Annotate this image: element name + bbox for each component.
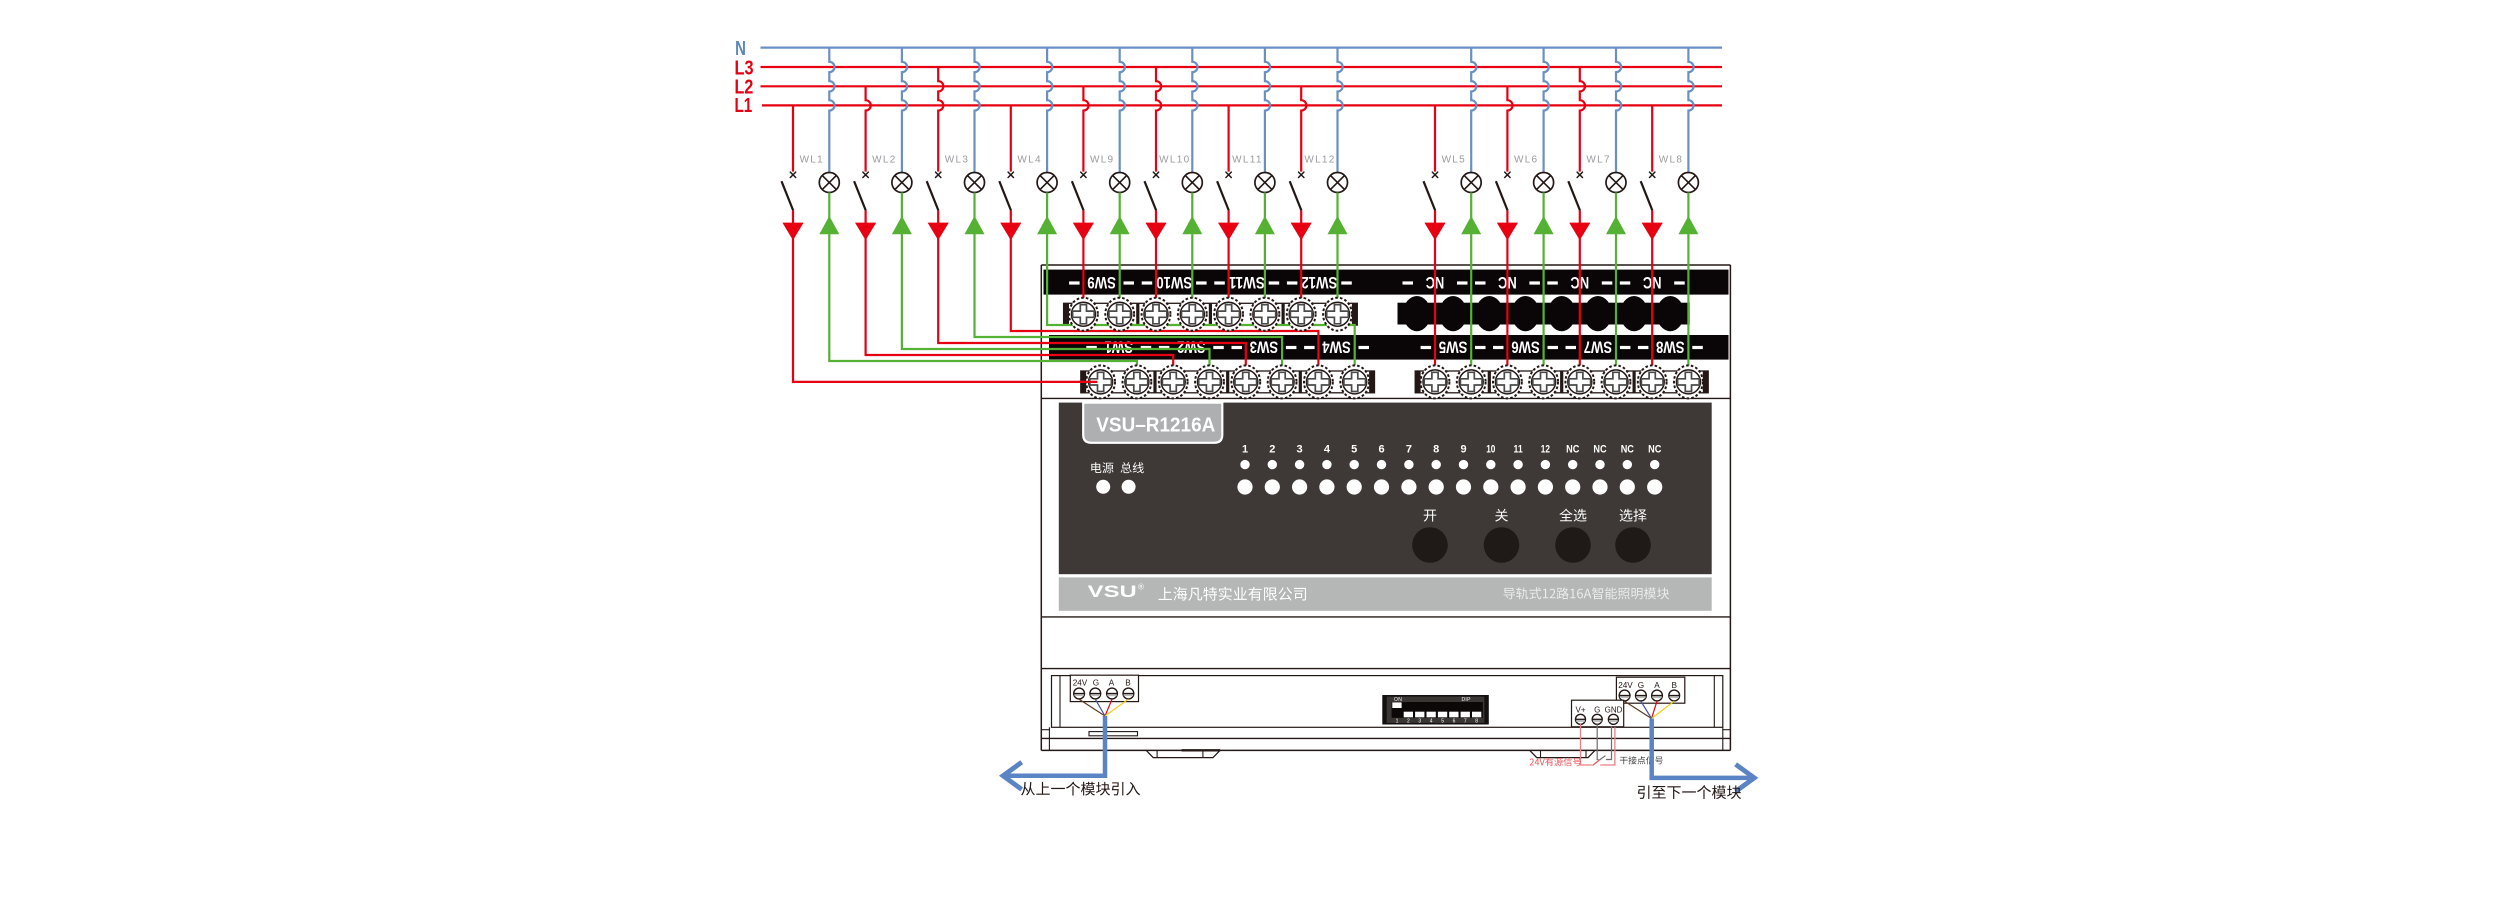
svg-text:WL4: WL4 [1017,155,1041,166]
svg-text:WL7: WL7 [1586,155,1610,166]
svg-text:WL6: WL6 [1514,155,1538,166]
svg-text:DIP: DIP [1462,697,1472,703]
svg-text:3: 3 [1297,443,1303,455]
svg-text:6: 6 [1453,719,1456,725]
svg-text:VSU: VSU [1088,583,1137,601]
svg-text:8: 8 [1433,443,1439,455]
svg-text:N: N [735,37,746,60]
svg-text:1: 1 [1396,719,1399,725]
svg-text:3: 3 [1418,719,1421,725]
svg-text:4: 4 [1430,719,1433,725]
svg-text:SW8: SW8 [1656,338,1685,356]
svg-text:®: ® [1138,583,1144,592]
svg-text:A: A [1109,679,1115,688]
svg-text:WL11: WL11 [1232,155,1263,166]
svg-text:SW5: SW5 [1439,338,1468,356]
svg-text:SW7: SW7 [1584,338,1613,356]
svg-text:L3: L3 [735,56,754,79]
svg-text:G: G [1093,679,1099,688]
svg-text:11: 11 [1514,443,1523,455]
svg-text:4: 4 [1324,443,1331,455]
svg-text:WL1: WL1 [800,155,824,166]
svg-text:6: 6 [1378,443,1384,455]
svg-text:NC: NC [1621,443,1634,455]
svg-text:V+: V+ [1575,706,1585,715]
svg-text:SW1: SW1 [1105,338,1134,356]
svg-text:24V: 24V [1618,681,1633,690]
svg-text:2: 2 [1407,719,1410,725]
svg-text:SW3: SW3 [1250,338,1279,356]
svg-text:5: 5 [1441,719,1444,725]
svg-text:A: A [1654,681,1660,690]
svg-text:7: 7 [1406,443,1412,455]
svg-text:NC: NC [1593,443,1606,455]
svg-text:G: G [1638,681,1644,690]
svg-text:WL10: WL10 [1159,155,1190,166]
svg-text:2: 2 [1269,443,1275,455]
svg-text:WL12: WL12 [1304,155,1335,166]
svg-text:1: 1 [1242,443,1248,455]
svg-text:5: 5 [1351,443,1357,455]
svg-text:WL9: WL9 [1090,155,1114,166]
svg-text:7: 7 [1464,719,1467,725]
svg-text:L1: L1 [735,94,753,117]
svg-text:SW4: SW4 [1322,338,1351,356]
svg-text:NC: NC [1566,443,1579,455]
svg-text:GND: GND [1605,706,1623,715]
svg-text:B: B [1671,681,1677,690]
svg-text:24V: 24V [1073,679,1088,688]
svg-text:WL5: WL5 [1442,155,1466,166]
svg-text:SW12: SW12 [1301,273,1337,291]
svg-text:VSU–R1216A: VSU–R1216A [1096,413,1215,436]
svg-text:9: 9 [1460,443,1466,455]
svg-text:ON: ON [1394,697,1402,703]
svg-text:WL8: WL8 [1659,155,1683,166]
svg-text:10: 10 [1486,443,1495,455]
svg-text:B: B [1125,679,1131,688]
svg-text:G: G [1594,706,1600,715]
svg-text:WL2: WL2 [872,155,896,166]
svg-text:8: 8 [1475,719,1478,725]
svg-text:WL3: WL3 [945,155,969,166]
svg-text:L2: L2 [735,75,754,98]
svg-text:SW9: SW9 [1087,273,1116,291]
svg-text:NC: NC [1648,443,1661,455]
svg-text:SW6: SW6 [1511,338,1540,356]
svg-text:SW11: SW11 [1229,273,1265,291]
svg-text:SW2: SW2 [1177,338,1206,356]
svg-text:SW10: SW10 [1156,273,1192,291]
svg-text:12: 12 [1541,443,1550,455]
